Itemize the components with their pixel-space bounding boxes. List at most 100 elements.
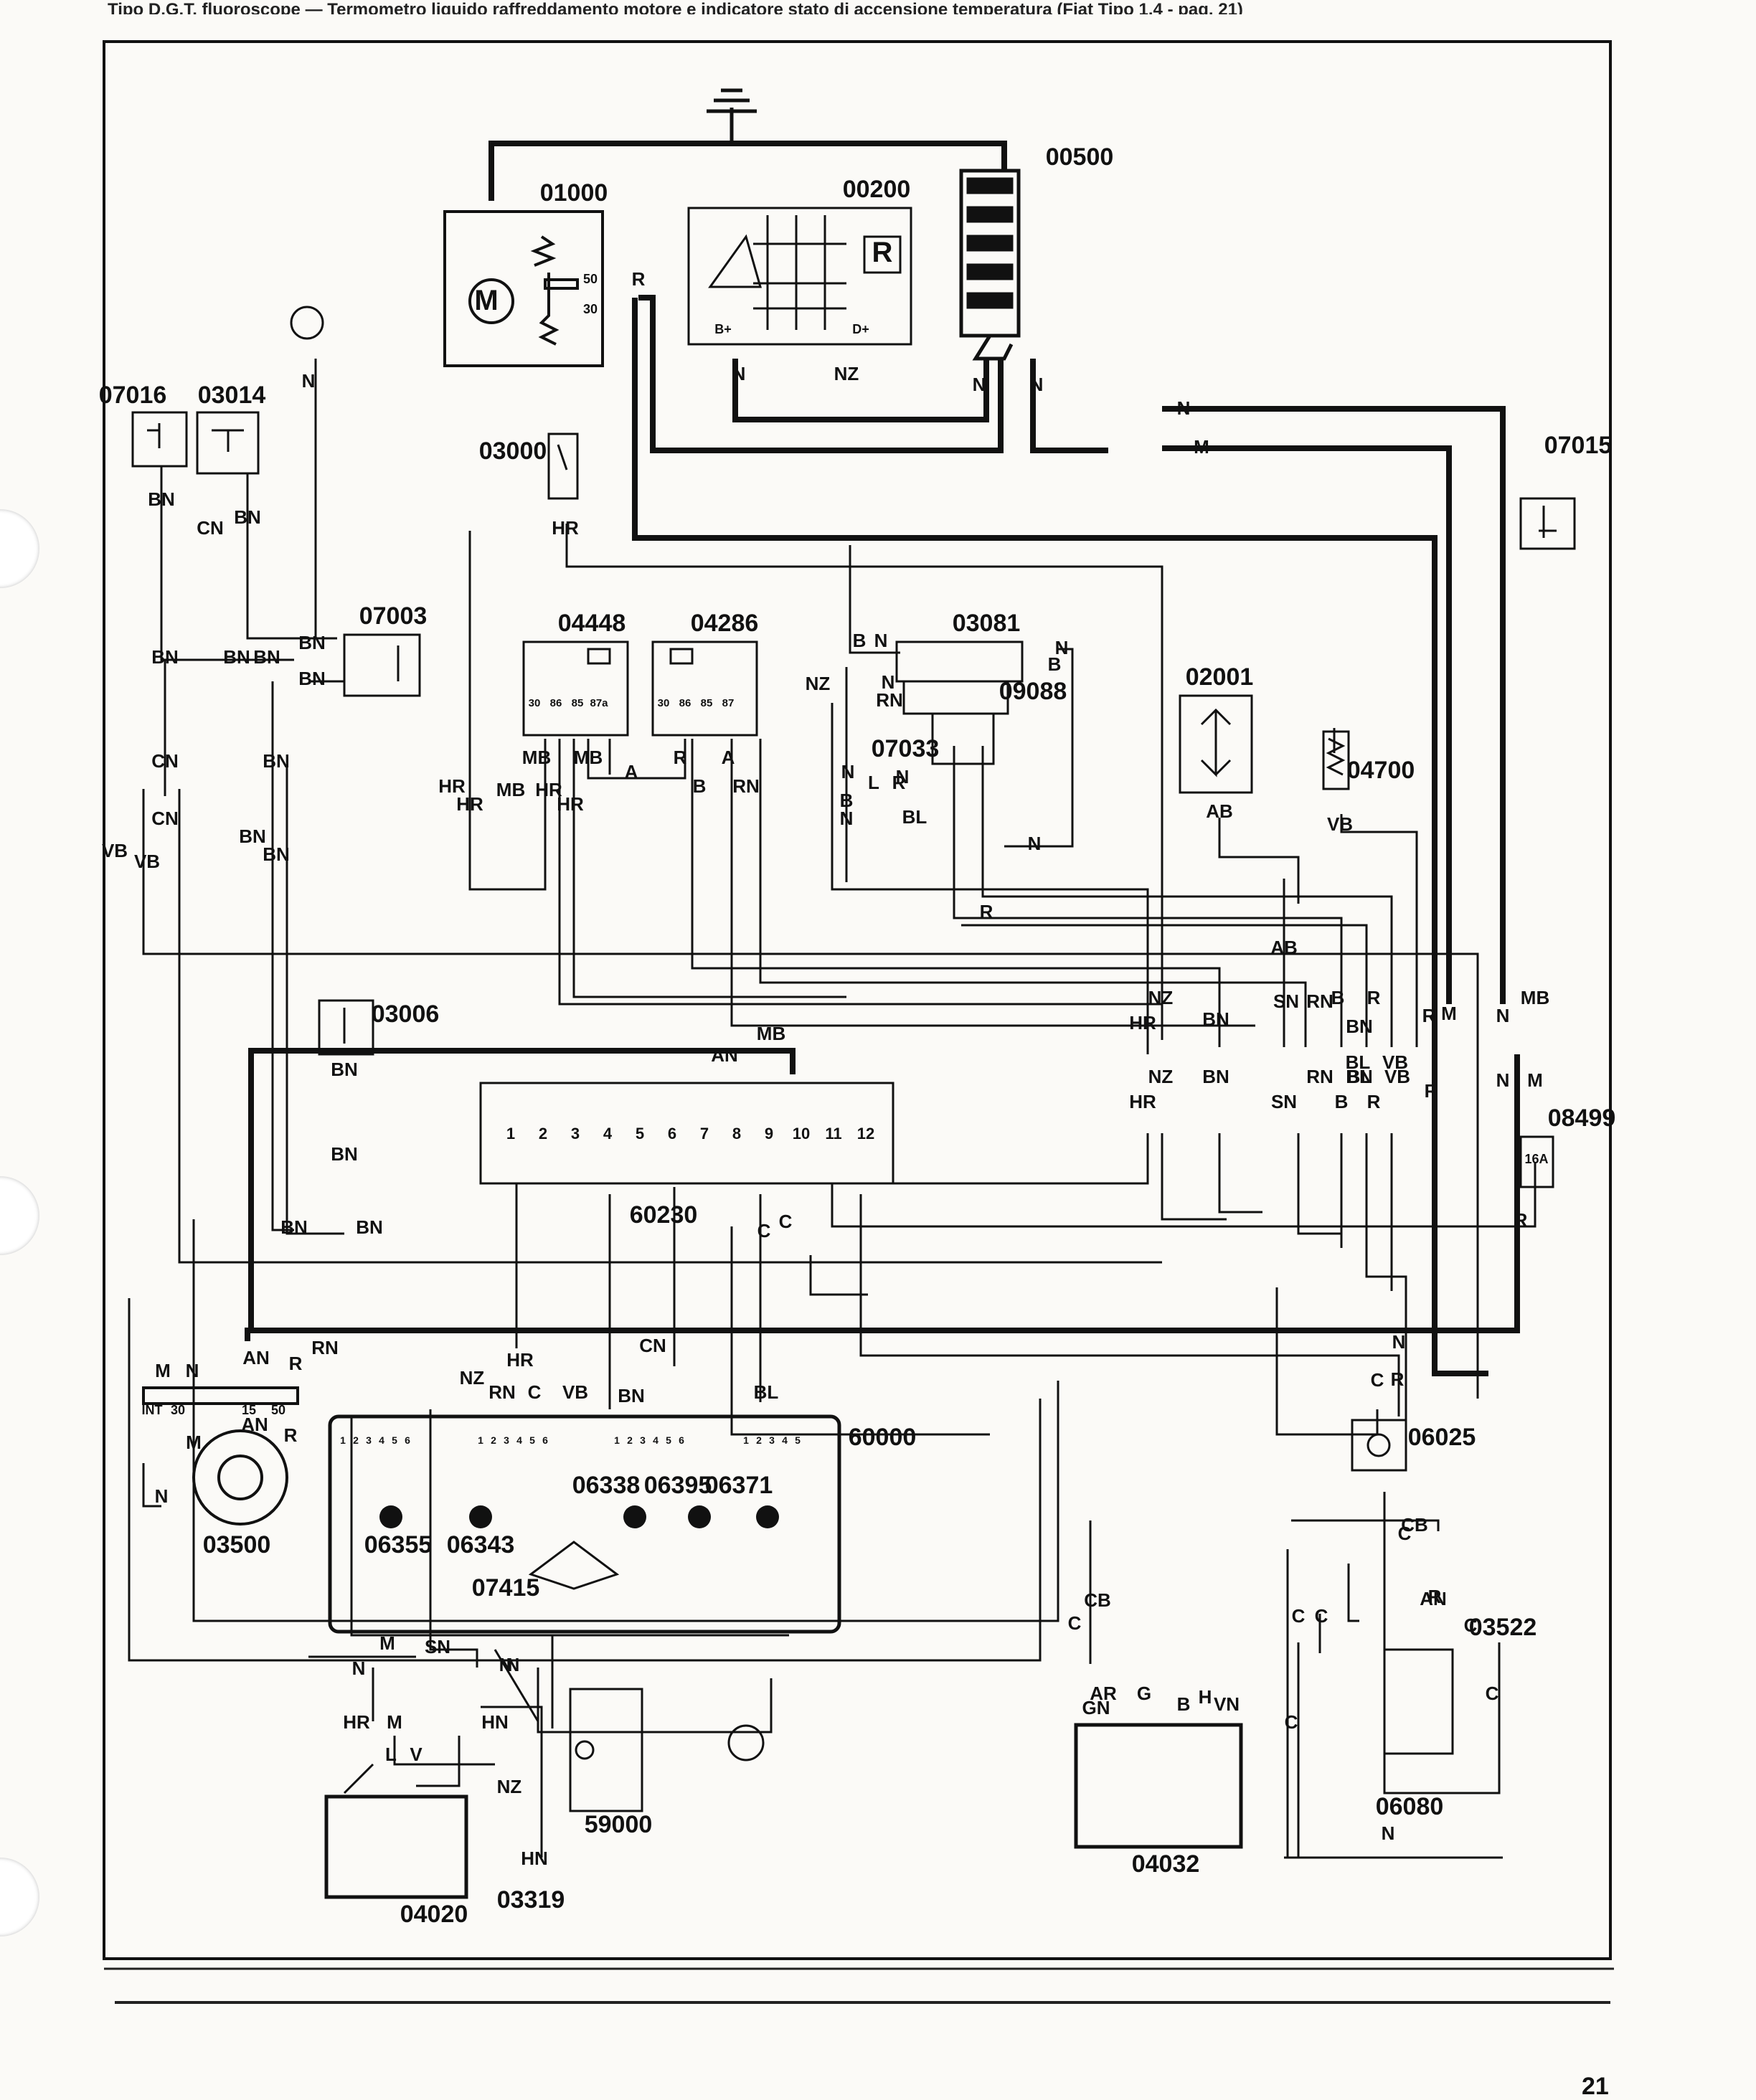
component-label-04700: 04700 bbox=[1347, 757, 1415, 784]
wire-code-label: GN bbox=[1082, 1697, 1110, 1718]
wire-code-label: HR bbox=[557, 793, 584, 815]
wire-code-label: M bbox=[1527, 1069, 1543, 1091]
starter-motor-01000 bbox=[443, 210, 604, 367]
terminal-label-tD: D+ bbox=[852, 322, 869, 336]
component-label-06080: 06080 bbox=[1376, 1793, 1444, 1820]
component-label-00200: 00200 bbox=[843, 176, 911, 203]
wire-code-label: MB bbox=[1521, 987, 1549, 1008]
terminal-label-tR: R bbox=[872, 237, 893, 268]
wire-code-label: N bbox=[1496, 1069, 1510, 1091]
wire-code-label: C bbox=[757, 1220, 771, 1241]
cluster-pin-number: 4 bbox=[379, 1434, 384, 1446]
lamp-06025 bbox=[1351, 1419, 1407, 1472]
cluster-pin-number: 6 bbox=[679, 1434, 684, 1446]
switch-03000 bbox=[547, 432, 579, 500]
cluster-pin-number: 3 bbox=[504, 1434, 509, 1446]
wire-code-label: CN bbox=[197, 517, 224, 539]
wire-code-label: BN bbox=[151, 646, 179, 668]
switch-07003 bbox=[343, 633, 421, 697]
wire-code-label: NZ bbox=[497, 1776, 522, 1797]
cluster-pin-number: 2 bbox=[353, 1434, 359, 1446]
wire-code-label: N bbox=[1392, 1331, 1406, 1353]
relay-pin-label: 87 bbox=[722, 697, 735, 709]
relay-pin-label: 85 bbox=[701, 697, 713, 709]
component-label-03000: 03000 bbox=[479, 438, 547, 465]
component-label-60000: 60000 bbox=[849, 1424, 917, 1451]
wire-code-label: BL bbox=[754, 1381, 779, 1403]
switch-03006 bbox=[318, 999, 374, 1056]
terminal-label-fuse: 16A bbox=[1524, 1152, 1548, 1166]
wire-code-label: MB bbox=[574, 747, 603, 768]
switch-07016 bbox=[131, 411, 188, 468]
wire-code-label: BN bbox=[223, 646, 250, 668]
wire-code-label: RN bbox=[732, 775, 760, 797]
component-label-07033: 07033 bbox=[872, 735, 940, 762]
wire-code-label: CB bbox=[1084, 1589, 1111, 1611]
wire-code-label: N bbox=[352, 1657, 366, 1679]
cluster-pin-number: 2 bbox=[756, 1434, 762, 1446]
connector-pin-number: 1 bbox=[506, 1125, 515, 1143]
component-label-00500: 00500 bbox=[1046, 143, 1114, 171]
sensor-02001 bbox=[1179, 694, 1253, 794]
connector-pin-number: 12 bbox=[857, 1125, 874, 1143]
wire-code-label: BN bbox=[298, 632, 326, 653]
gauge-07415 bbox=[528, 1541, 620, 1590]
connector-60230 bbox=[479, 1082, 894, 1185]
wire-code-label: CN bbox=[151, 750, 179, 772]
wire-code-label: SN bbox=[1273, 990, 1299, 1012]
relay-04448 bbox=[522, 640, 629, 737]
wire-code-label: N bbox=[506, 1654, 520, 1675]
wire-code-label: BN bbox=[253, 646, 280, 668]
terminal-label-tB: B+ bbox=[714, 322, 732, 336]
wire-code-label: MB bbox=[757, 1023, 785, 1044]
wire-code-label: RN bbox=[311, 1337, 339, 1358]
wire-code-label: BN bbox=[239, 826, 266, 847]
wire-code-label: B bbox=[840, 790, 854, 811]
wire-code-label: N bbox=[1028, 833, 1042, 854]
wire-code-label: MB bbox=[496, 779, 525, 800]
wire-code-label: HN bbox=[521, 1848, 548, 1869]
wire-code-label: BN bbox=[1346, 1016, 1373, 1037]
switch-04032 bbox=[1074, 1723, 1243, 1849]
connector-pin-number: 2 bbox=[539, 1125, 547, 1143]
component-label-03081: 03081 bbox=[953, 610, 1021, 637]
wire-code-label: C bbox=[1464, 1614, 1478, 1636]
wire-code-label: RN bbox=[876, 689, 903, 711]
wire-code-label: R bbox=[1422, 1005, 1436, 1026]
cluster-pin-number: 6 bbox=[542, 1434, 548, 1446]
wire-code-label: NZ bbox=[1148, 1066, 1174, 1087]
wire-code-label: CN bbox=[639, 1335, 666, 1356]
wire-code-label: M bbox=[1441, 1003, 1457, 1024]
wire-code-label: BN bbox=[263, 843, 290, 865]
wire-code-label: L bbox=[868, 772, 879, 793]
thin-wires bbox=[128, 359, 1536, 1859]
resistor-04700 bbox=[1322, 730, 1350, 790]
diagram-frame bbox=[103, 40, 1612, 1960]
wire-code-label: HR bbox=[552, 517, 579, 539]
component-label-06343: 06343 bbox=[447, 1531, 515, 1559]
terminal-label-tM: M bbox=[474, 285, 498, 316]
component-label-08499: 08499 bbox=[1548, 1105, 1616, 1132]
component-label-04448: 04448 bbox=[558, 610, 626, 637]
cluster-pin-number: 3 bbox=[640, 1434, 646, 1446]
wire-code-label: R bbox=[632, 268, 646, 290]
cluster-pin-number: 5 bbox=[392, 1434, 397, 1446]
connector-pin-number: 9 bbox=[765, 1125, 773, 1143]
wire-code-label: BN bbox=[263, 750, 290, 772]
wire-code-label: VB bbox=[1382, 1051, 1408, 1073]
alternator-00200 bbox=[687, 207, 912, 346]
wire-code-label: R bbox=[284, 1424, 298, 1446]
wire-code-label: R bbox=[1428, 1586, 1442, 1607]
wire-code-label: M bbox=[155, 1360, 171, 1381]
wire-code-label: M bbox=[1194, 436, 1209, 458]
fuse-08499 bbox=[1519, 1135, 1554, 1188]
component-label-06338: 06338 bbox=[572, 1472, 641, 1499]
ground-symbol-top bbox=[707, 88, 757, 143]
wire-code-label: AN bbox=[1420, 1588, 1447, 1609]
wire-code-label: C bbox=[1486, 1683, 1499, 1704]
component-label-02001: 02001 bbox=[1186, 663, 1254, 691]
wire-code-label: R bbox=[1425, 1080, 1438, 1102]
wire-code-label: HR bbox=[1129, 1012, 1156, 1034]
switch-07015 bbox=[1519, 497, 1576, 550]
cluster-pin-number: 3 bbox=[769, 1434, 775, 1446]
